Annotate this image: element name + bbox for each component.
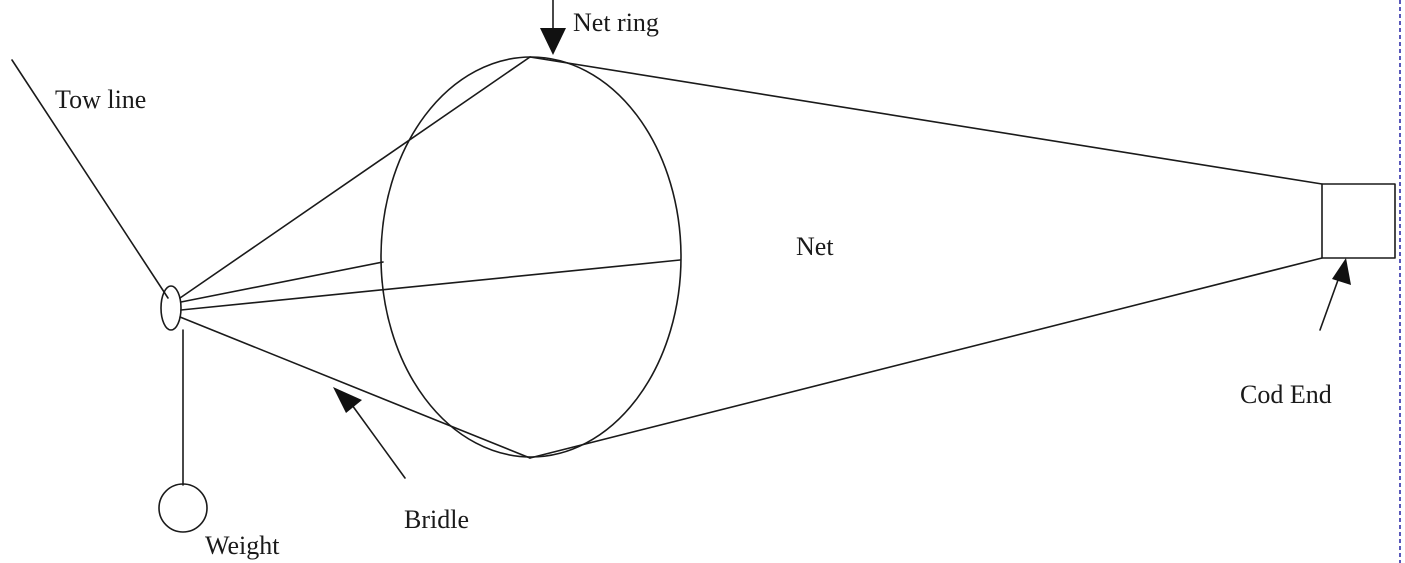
cod-end-arrow-shaft bbox=[1319, 279, 1339, 331]
cod-end bbox=[1321, 183, 1396, 259]
bridle-label: Bridle bbox=[404, 505, 469, 534]
bridle-line-upper-mid bbox=[180, 261, 384, 303]
net-top-edge bbox=[529, 56, 1323, 185]
swivel bbox=[160, 285, 182, 331]
bridle-line-top bbox=[179, 56, 531, 299]
weight bbox=[158, 483, 208, 533]
net-ring-label: Net ring bbox=[573, 8, 659, 37]
bridle-line-bottom bbox=[179, 316, 531, 459]
cod-end-arrow-head bbox=[1332, 258, 1351, 285]
net-ring-arrow-head bbox=[540, 28, 566, 55]
cod-end-label: Cod End bbox=[1240, 380, 1332, 409]
tow-line bbox=[11, 59, 169, 299]
net-bottom-edge bbox=[529, 257, 1323, 459]
weight-label: Weight bbox=[205, 531, 280, 560]
bridle-line-lower-mid bbox=[180, 259, 681, 311]
net-ring bbox=[380, 56, 682, 458]
tow-line-label: Tow line bbox=[55, 85, 146, 114]
net-label: Net bbox=[796, 232, 834, 261]
bridle-arrow-shaft bbox=[351, 404, 406, 479]
bridle-arrow-head bbox=[333, 387, 362, 413]
